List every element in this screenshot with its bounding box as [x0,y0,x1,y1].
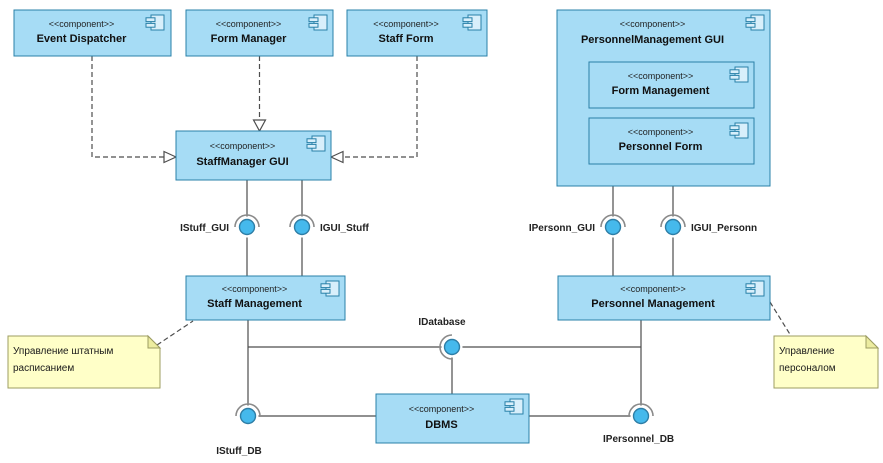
dependency-line [343,56,418,158]
component-name: DBMS [425,419,457,431]
interface-label: IPersonn_GUI [529,223,595,234]
stereotype-label: <<component>> [210,141,276,151]
stereotype-label: <<component>> [628,71,694,81]
component-staff-management[interactable]: <<component>> Staff Management [185,275,346,321]
interface-ipersonnel-db[interactable]: IPersonnel_DB [603,403,674,445]
ball-icon [238,218,256,236]
component-name: Form Management [612,85,710,97]
component-personnel-form[interactable]: <<component>> Personnel Form [588,117,755,165]
stereotype-label: <<component>> [222,284,288,294]
interface-label: IDatabase [418,317,466,328]
note-personnel-management[interactable]: Управление персоналом [773,334,880,389]
interface-ipersonn-gui[interactable]: IPersonn_GUI [529,214,626,238]
note-body [773,335,879,389]
interface-igui-personn[interactable]: IGUI_Personn [660,214,757,238]
component-name: Form Manager [211,33,288,45]
socket-arc-icon [660,214,686,228]
component-name: StaffManager GUI [196,156,288,168]
note-fold-corner [865,334,880,349]
note-text-line: персоналом [779,363,836,374]
dependency-staff-form-to-staffmanager-gui[interactable] [329,56,418,164]
stereotype-label: <<component>> [628,127,694,137]
socket-arc-icon [439,334,453,360]
component-staffmanager-gui[interactable]: <<component>> StaffManager GUI [175,130,332,181]
dependency-event-dispatcher-to-staffmanager-gui[interactable] [91,56,178,164]
stereotype-label: <<component>> [409,404,475,414]
open-triangle-arrowhead [163,150,178,164]
ball-icon [443,338,461,356]
socket-arc-icon [289,214,315,228]
component-staff-form[interactable]: <<component>> Staff Form [346,9,488,57]
interface-label: IStuff_DB [216,446,262,457]
dependency-line [91,56,164,158]
component-name: Personnel Management [591,298,715,310]
component-dbms[interactable]: <<component>> DBMS [375,393,530,444]
ball-icon [632,407,650,425]
interface-igui-stuff[interactable]: IGUI_Stuff [289,214,370,238]
open-triangle-arrowhead [329,150,344,164]
open-triangle-arrowhead [252,119,267,133]
note-staff-management[interactable]: Управление штатным расписанием [7,334,162,389]
socket-arc-icon [600,214,626,228]
component-name: Staff Management [207,298,302,310]
component-name: Personnel Form [619,141,703,153]
ball-icon [293,218,311,236]
component-body [13,9,172,57]
stereotype-label: <<component>> [373,19,439,29]
component-body [588,61,755,109]
note-anchor-staff-management[interactable] [156,320,194,346]
note-body [7,335,161,389]
ball-icon [664,218,682,236]
interface-label: IGUI_Stuff [320,223,370,234]
note-text-line: Управление штатным [13,346,113,357]
stereotype-label: <<component>> [620,19,686,29]
interface-idatabase[interactable]: IDatabase [418,317,466,360]
component-form-management[interactable]: <<component>> Form Management [588,61,755,109]
component-personnel-management[interactable]: <<component>> Personnel Management [557,275,771,321]
socket-arc-icon [628,403,654,417]
component-event-dispatcher[interactable]: <<component>> Event Dispatcher [13,9,172,57]
note-anchor-personnel-management[interactable] [769,301,792,337]
interface-label: IPersonnel_DB [603,434,674,445]
interface-label: IGUI_Personn [691,223,757,234]
stereotype-label: <<component>> [620,284,686,294]
component-name: Staff Form [379,33,434,45]
component-body [588,117,755,165]
stereotype-label: <<component>> [216,19,282,29]
interface-istuff-db[interactable]: IStuff_DB [216,403,262,457]
note-text-line: Управление [779,346,835,357]
stereotype-label: <<component>> [49,19,115,29]
note-fold-corner [147,334,162,349]
component-body [175,130,332,181]
component-body [185,275,346,321]
interface-istuff-gui[interactable]: IStuff_GUI [180,214,260,238]
note-text-line: расписанием [13,363,74,374]
socket-arc-icon [234,214,260,228]
interface-label: IStuff_GUI [180,223,229,234]
component-name: Event Dispatcher [37,33,128,45]
ball-icon [604,218,622,236]
component-body [557,275,771,321]
socket-arc-icon [235,403,261,417]
dependency-form-manager-to-staffmanager-gui[interactable] [252,56,267,133]
component-name: PersonnelManagement GUI [581,34,724,46]
component-body [375,393,530,444]
component-form-manager[interactable]: <<component>> Form Manager [185,9,334,57]
ball-icon [239,407,257,425]
